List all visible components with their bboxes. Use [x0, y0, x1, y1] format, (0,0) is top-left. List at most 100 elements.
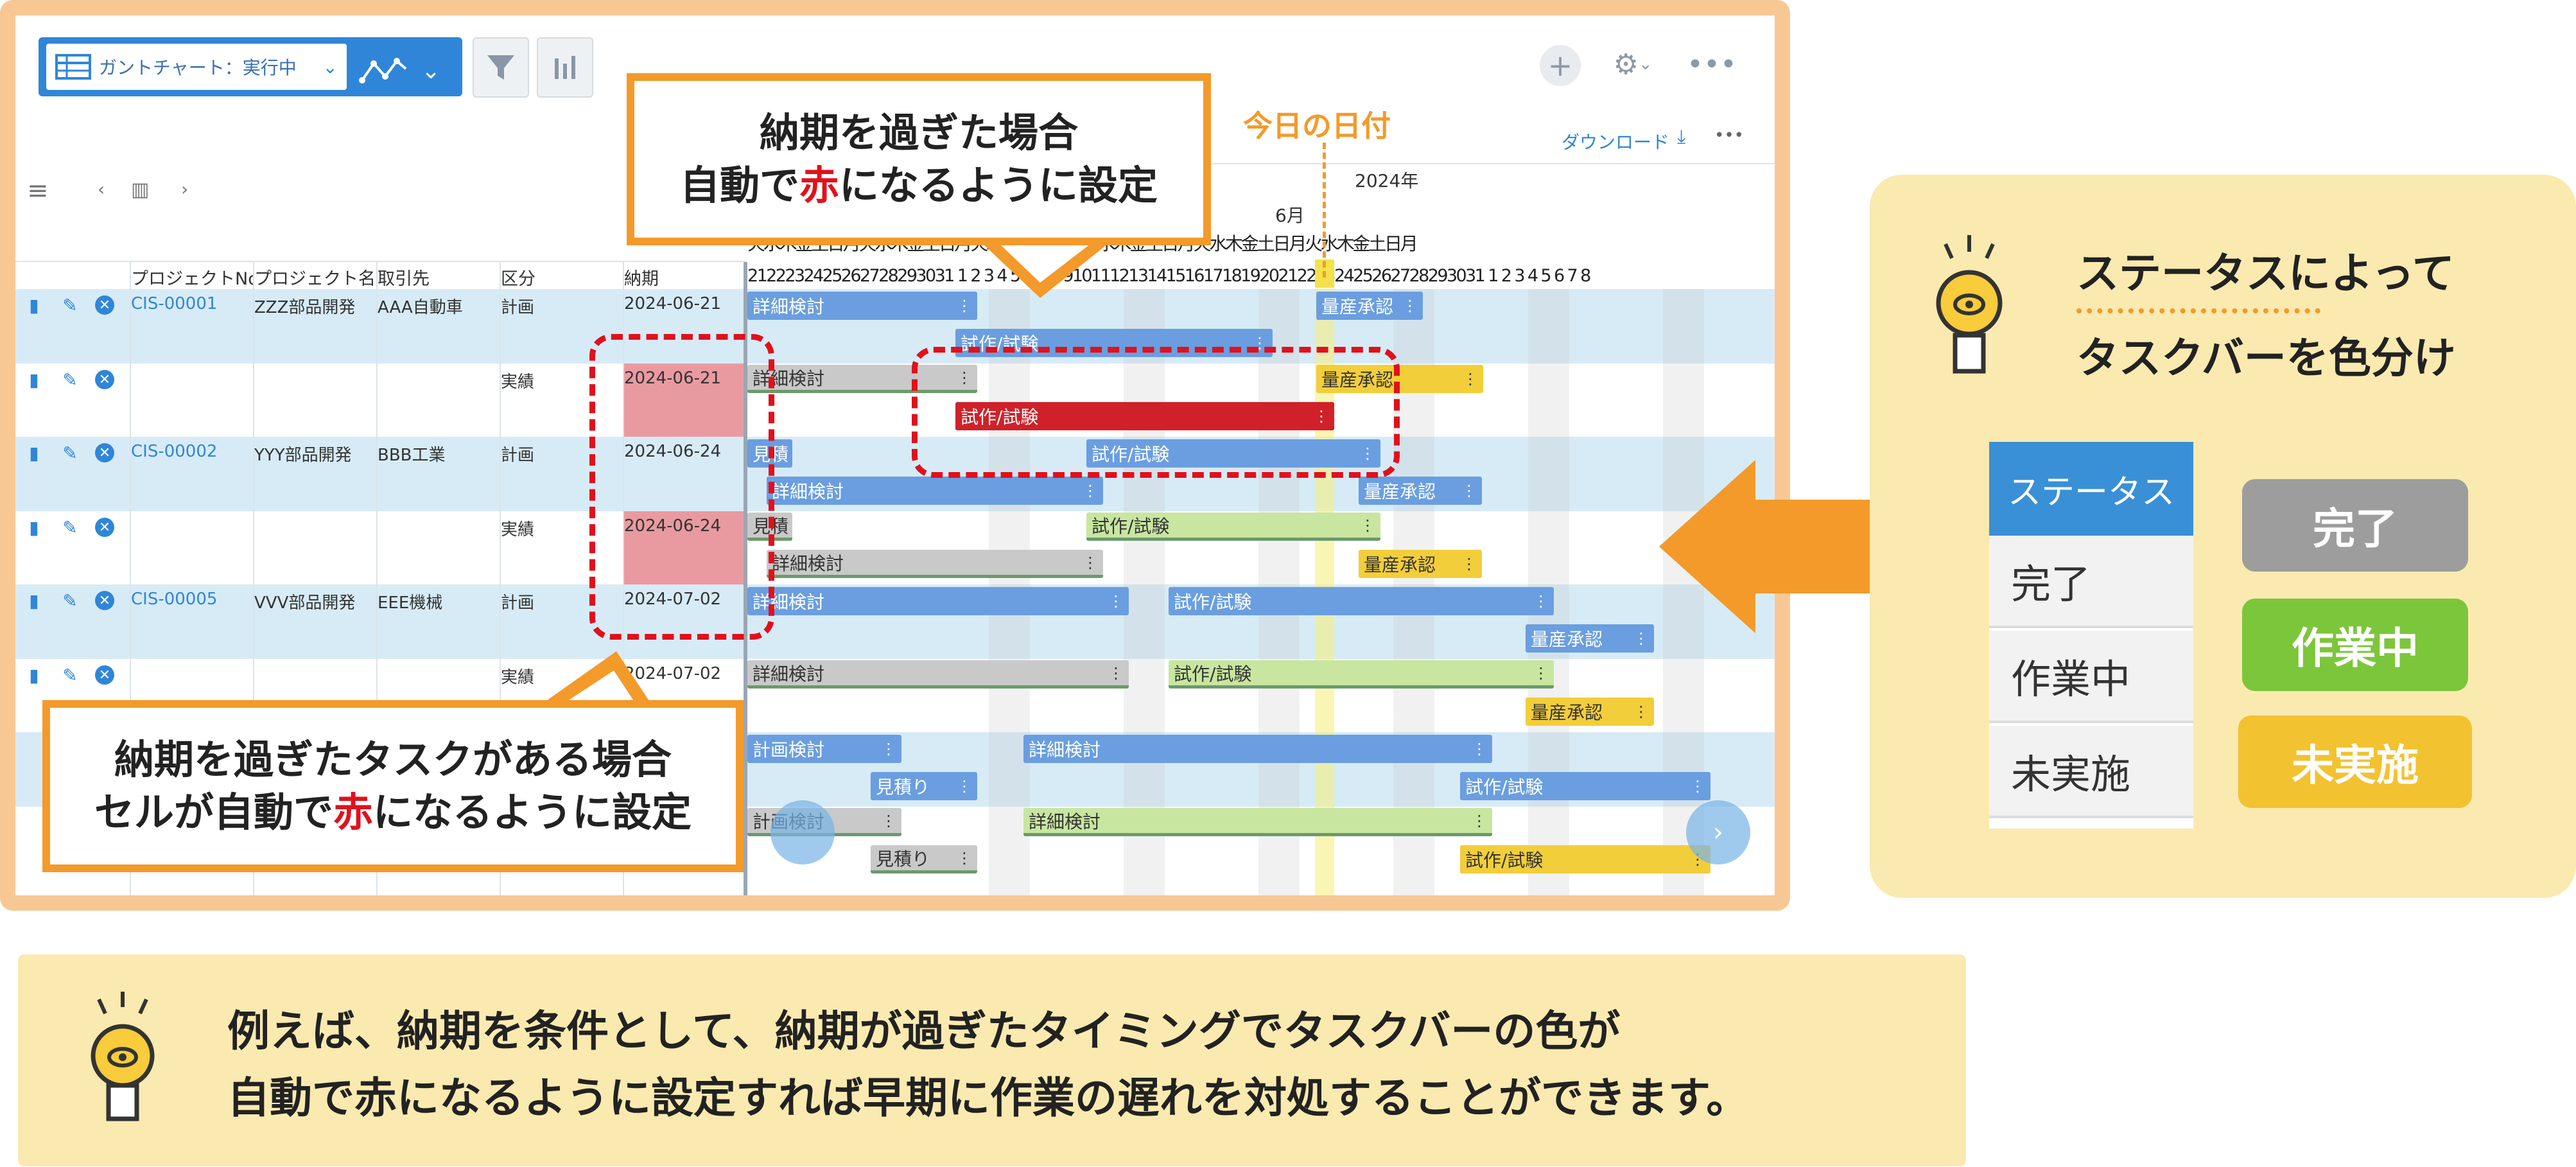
- edit-icon[interactable]: ✎: [62, 590, 78, 611]
- delete-icon[interactable]: ✕: [95, 591, 114, 610]
- gantt-bar[interactable]: 詳細検討⋮: [767, 550, 1103, 578]
- gantt-bar[interactable]: 試作/試験⋮: [955, 402, 1334, 430]
- due-cell: 2024-07-02: [624, 664, 722, 683]
- gantt-bar[interactable]: 試作/試験⋮: [1169, 660, 1554, 689]
- delete-icon[interactable]: ✕: [95, 295, 114, 315]
- document-icon[interactable]: ▮: [29, 664, 39, 686]
- late-due-cell: [623, 364, 746, 437]
- gantt-bar[interactable]: 試作/試験⋮: [1460, 845, 1710, 873]
- scroll-right-button[interactable]: ›: [1686, 800, 1750, 864]
- chevron-down-icon: ⌄: [322, 56, 338, 78]
- row-3: ▮ ✎ ✕ CIS-00002 YYY部品開発 BBB工業 計画 2024-06…: [15, 437, 746, 511]
- kubun-cell: 計画: [501, 446, 535, 465]
- top-callout: 納期を過ぎた場合 自動で赤になるように設定: [627, 73, 1211, 245]
- project-no-cell[interactable]: CIS-00005: [131, 590, 218, 609]
- row-2: ▮ ✎ ✕ 実績 2024-06-21: [15, 364, 746, 437]
- chart-type-button[interactable]: ⌄: [358, 51, 461, 90]
- gantt-bar[interactable]: 量産承認⋮: [1526, 698, 1654, 726]
- gantt-bar[interactable]: 量産承認⋮: [1359, 477, 1482, 505]
- plus-icon: +: [1547, 48, 1573, 83]
- header-project-no[interactable]: プロジェクトNo: [131, 269, 253, 289]
- weekend-shade: [1124, 289, 1165, 895]
- gantt-bar[interactable]: 詳細検討⋮: [747, 660, 1129, 689]
- document-icon[interactable]: ▮: [29, 590, 39, 611]
- status-pill-todo: 未実施: [2238, 715, 2472, 808]
- today-marker-line: [1323, 143, 1326, 277]
- columns-icon[interactable]: ▥: [131, 179, 150, 201]
- gantt-bar[interactable]: 試作/試験⋮: [1086, 513, 1380, 541]
- edit-icon[interactable]: ✎: [62, 664, 78, 686]
- late-due-cell: [623, 511, 746, 584]
- row-4: ▮ ✎ ✕ 実績 2024-06-24: [15, 511, 746, 584]
- gantt-bar[interactable]: 見積り⋮: [871, 772, 977, 800]
- header-kubun[interactable]: 区分: [501, 269, 535, 289]
- project-name-cell: ZZZ部品開発: [254, 298, 356, 317]
- delete-icon[interactable]: ✕: [95, 665, 114, 685]
- delete-icon[interactable]: ✕: [95, 443, 114, 462]
- prev-arrow-icon[interactable]: ‹: [98, 179, 105, 200]
- gantt-bar[interactable]: 計画検討⋮: [747, 735, 901, 763]
- menu-icon[interactable]: ≡: [27, 176, 49, 206]
- due-cell: 2024-06-24: [624, 516, 722, 536]
- left-arrow-icon: [1659, 460, 1871, 633]
- settings-button[interactable]: ⚙⌄: [1604, 44, 1662, 85]
- view-select-field[interactable]: ガントチャート：実行中 ⌄: [46, 44, 347, 90]
- scroll-left-button[interactable]: [770, 800, 835, 864]
- filter-button[interactable]: [473, 37, 529, 98]
- status-row-todo: 未実施: [1989, 726, 2193, 818]
- graph-button[interactable]: [537, 37, 593, 98]
- filter-icon: [487, 55, 514, 80]
- gantt-bar[interactable]: 試作/試験⋮: [1169, 587, 1554, 615]
- project-no-cell[interactable]: CIS-00002: [131, 442, 218, 461]
- edit-icon[interactable]: ✎: [62, 442, 78, 464]
- gantt-bar[interactable]: 量産承認⋮: [1359, 550, 1482, 578]
- lightbulb-icon: [91, 992, 155, 1121]
- header-project-name[interactable]: プロジェクト名: [254, 269, 376, 289]
- today-label: 今日の日付: [1243, 109, 1391, 143]
- col-divider: [253, 262, 254, 895]
- gantt-bar[interactable]: 試作/試験⋮: [1460, 772, 1710, 800]
- document-icon[interactable]: ▮: [29, 369, 39, 390]
- delete-icon[interactable]: ✕: [95, 518, 114, 537]
- client-cell: BBB工業: [378, 446, 446, 465]
- edit-icon[interactable]: ✎: [62, 516, 78, 538]
- document-icon[interactable]: ▮: [29, 516, 39, 538]
- gantt-bar[interactable]: 詳細検討⋮: [747, 365, 977, 393]
- edit-icon[interactable]: ✎: [62, 369, 78, 390]
- gantt-bar[interactable]: 見積り⋮: [871, 845, 977, 873]
- chevron-down-icon: ⌄: [421, 57, 441, 84]
- gantt-more-icon[interactable]: •••: [1714, 126, 1745, 145]
- gantt-bar[interactable]: 詳細検討⋮: [1023, 808, 1492, 836]
- gantt-bar[interactable]: 詳細検討⋮: [767, 477, 1103, 505]
- gantt-bar[interactable]: 詳細検討⋮: [1023, 735, 1492, 763]
- month-label: 6月: [1275, 205, 1305, 226]
- project-no-cell[interactable]: CIS-00001: [131, 294, 218, 313]
- edit-icon[interactable]: ✎: [62, 294, 78, 316]
- delete-icon[interactable]: ✕: [95, 370, 114, 389]
- gantt-bar[interactable]: 量産承認⋮: [1316, 292, 1423, 320]
- more-button[interactable]: •••: [1687, 44, 1737, 85]
- gantt-bar[interactable]: 詳細検討⋮: [747, 587, 1129, 615]
- pane-splitter[interactable]: [744, 262, 747, 895]
- kubun-cell: 実績: [501, 373, 535, 392]
- panel-title-line1: ステータスによって: [2076, 249, 2455, 298]
- project-name-cell: VVV部品開発: [254, 593, 356, 613]
- gantt-bar[interactable]: 量産承認⋮: [1316, 365, 1483, 393]
- add-button[interactable]: +: [1540, 45, 1581, 86]
- col-divider: [130, 262, 131, 895]
- download-icon[interactable]: ⤓: [1677, 126, 1686, 148]
- document-icon[interactable]: ▮: [29, 442, 39, 464]
- gantt-bar[interactable]: 試作/試験⋮: [1086, 439, 1380, 468]
- header-due[interactable]: 納期: [624, 269, 659, 289]
- next-arrow-icon[interactable]: ›: [181, 179, 189, 200]
- download-link[interactable]: ダウンロード: [1562, 132, 1670, 153]
- document-icon[interactable]: ▮: [29, 294, 39, 316]
- client-cell: EEE機械: [378, 593, 443, 613]
- bottom-note-line2: 自動で赤になるように設定すれば早期に作業の遅れを対処することができます。: [227, 1073, 1749, 1123]
- header-client[interactable]: 取引先: [378, 269, 430, 289]
- gantt-bar[interactable]: 詳細検討⋮: [747, 292, 977, 320]
- late-cells-highlight: [589, 334, 774, 640]
- gantt-bar[interactable]: 量産承認⋮: [1526, 624, 1654, 653]
- top-callout-line2: 自動で赤になるように設定: [679, 162, 1158, 209]
- due-cell: 2024-07-02: [624, 590, 722, 609]
